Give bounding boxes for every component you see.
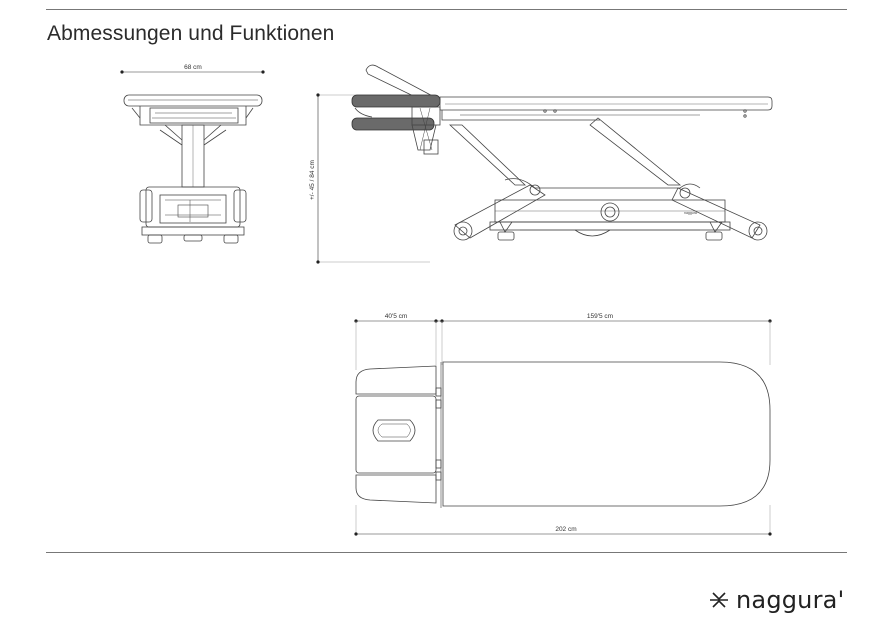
body-section-label: 159'5 cm (587, 313, 613, 320)
bottom-divider (46, 552, 847, 553)
base-brand-label: naggura (684, 211, 697, 215)
top-divider (46, 9, 847, 10)
brand-name: naggura' (736, 586, 845, 614)
front-width-label: 68 cm (184, 64, 202, 71)
front-view: 68 cm (120, 64, 265, 244)
side-view: +/- 45 / 84 cm (309, 64, 773, 264)
total-length-label: 202 cm (555, 526, 576, 533)
side-height-label: +/- 45 / 84 cm (309, 160, 316, 200)
brand-logo: naggura' (708, 586, 844, 614)
page-title: Abmessungen und Funktionen (47, 22, 335, 45)
head-section-label: 40'5 cm (385, 313, 408, 320)
naggura-logo-icon (710, 592, 728, 608)
top-view: 40'5 cm 159'5 cm 202 cm (354, 313, 772, 536)
